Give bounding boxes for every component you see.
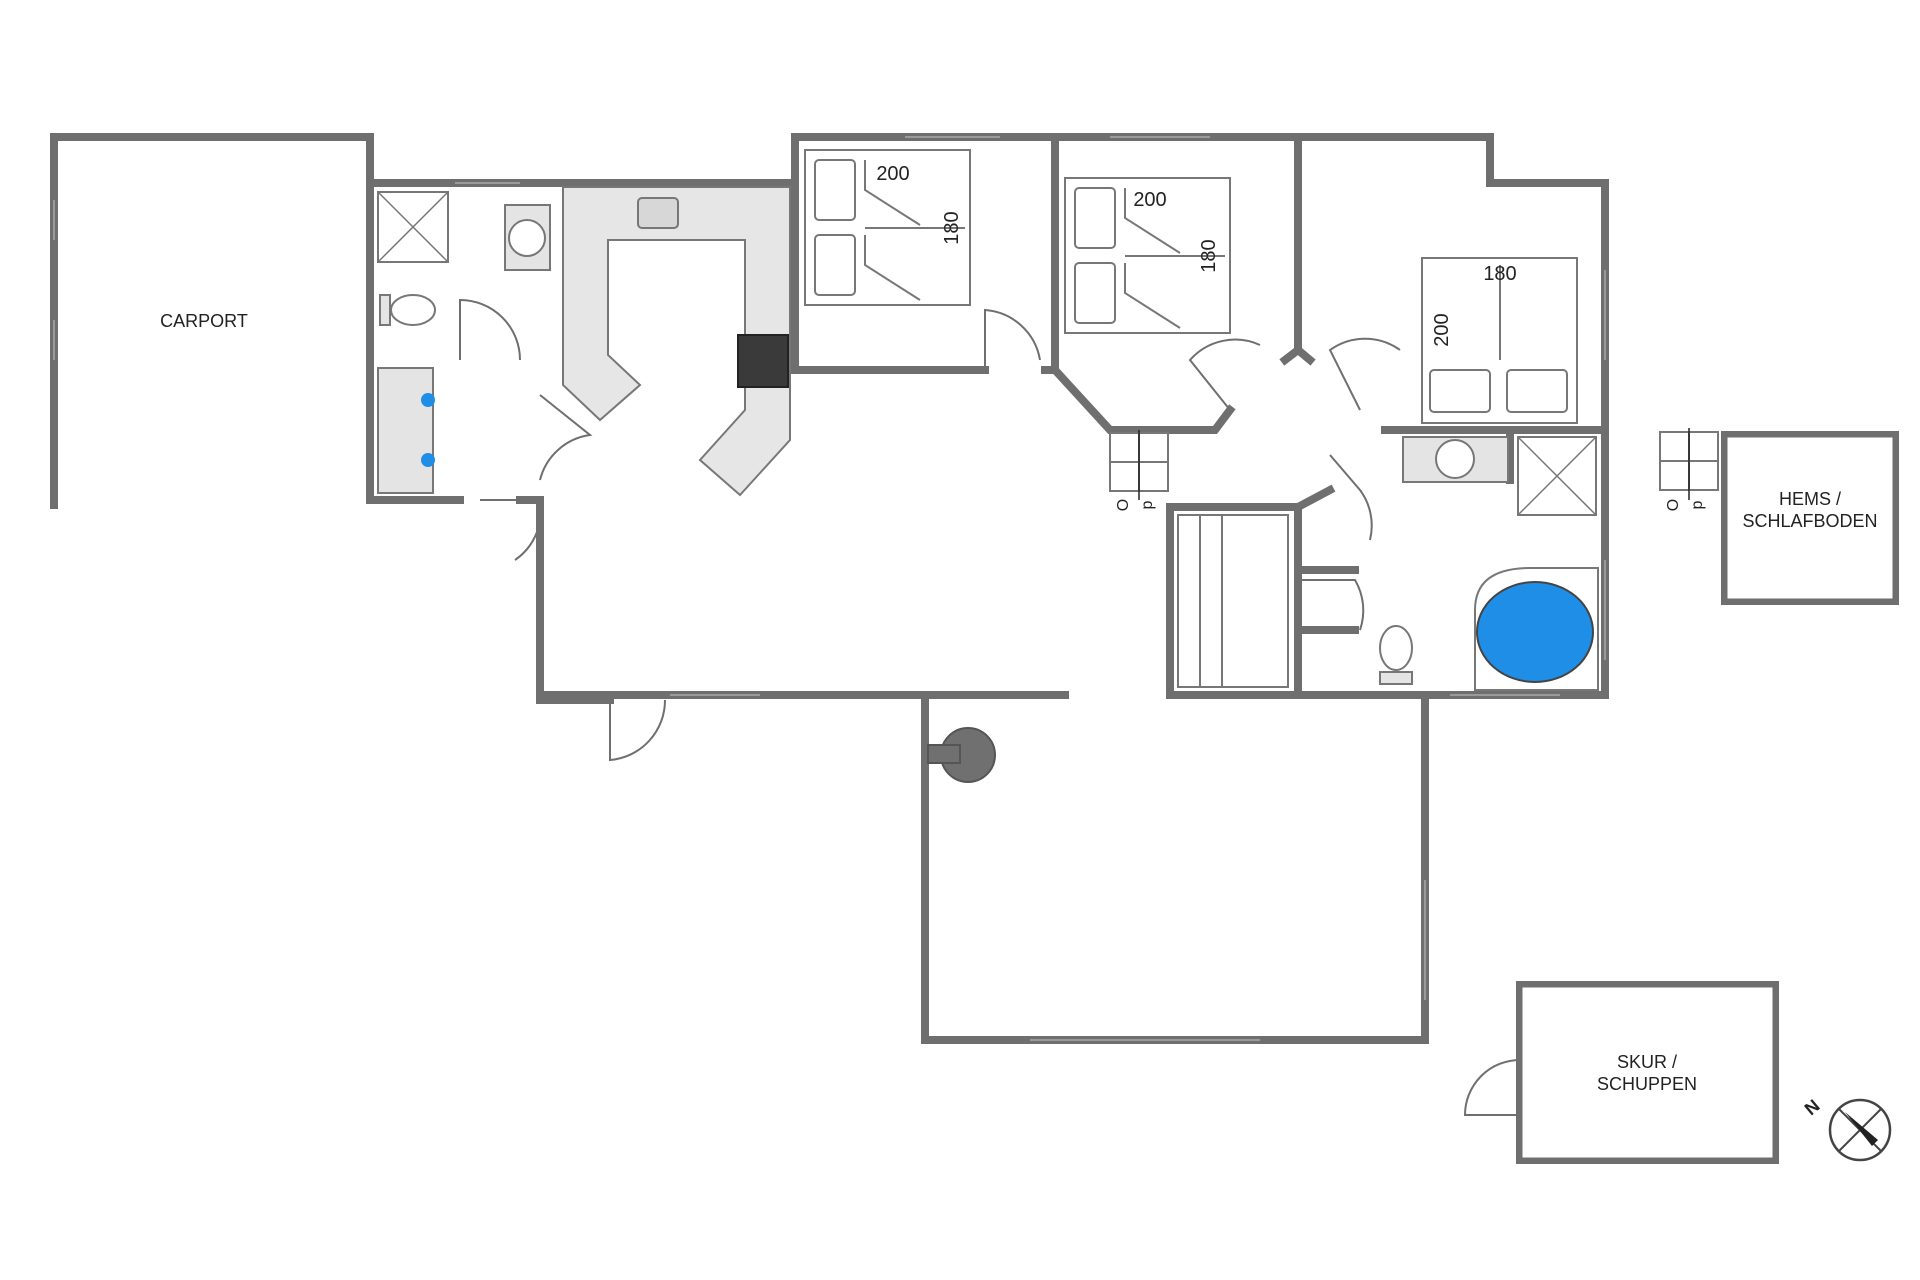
door-skur — [1463, 1059, 1521, 1116]
shower-1-diag-b — [377, 191, 449, 263]
toilet-1-bowl — [390, 294, 436, 326]
bed-3 — [1421, 257, 1578, 424]
bedroom3-left — [1292, 344, 1316, 366]
compass-north-label: N — [1801, 1096, 1824, 1120]
bed-2-duvet-top — [1124, 188, 1181, 254]
walls — [50, 133, 1899, 1164]
kitchen-sink — [637, 197, 679, 229]
bed-1-pillow-bottom — [814, 234, 856, 296]
bed-1-duvet-bottom — [864, 235, 921, 301]
sauna-benches — [1177, 514, 1289, 688]
door-bedroom1 — [984, 308, 1041, 370]
toilet-1 — [379, 294, 436, 326]
bed-2-pillow-top — [1074, 187, 1116, 249]
room-label-hems-line1: HEMS / — [1779, 489, 1841, 509]
shower-2-diag-b — [1517, 436, 1597, 516]
sink-1 — [504, 204, 551, 271]
door-bath — [1329, 454, 1373, 541]
fireplace-flue — [927, 744, 961, 764]
sauna-wall — [1166, 503, 1302, 694]
shower-1 — [377, 191, 449, 263]
washer-cabinet — [377, 367, 434, 494]
bed-1-pillow-top — [814, 159, 856, 221]
bathtub — [1474, 567, 1599, 691]
compass — [1828, 1098, 1892, 1162]
utility-wall-bottom-right — [516, 496, 614, 704]
dryer-drum — [421, 453, 435, 467]
skur-inner — [1522, 987, 1773, 1158]
toilet-1-tank — [379, 294, 391, 326]
door-entry — [609, 699, 667, 762]
stair-1-letter-a: O — [1115, 499, 1132, 511]
bed-2-duvet-bottom — [1124, 263, 1181, 329]
bed-3-pillow-left — [1429, 369, 1491, 413]
bedroom2-right — [1279, 136, 1302, 366]
fireplace — [927, 727, 996, 783]
toilet-2-tank — [1379, 671, 1413, 685]
stair-2-letter-b: p — [1689, 500, 1706, 509]
hall-diag — [1292, 484, 1336, 513]
room-label-carport: CARPORT — [160, 311, 248, 331]
bed-2-width-label: 180 — [1198, 239, 1220, 272]
stove — [737, 334, 789, 388]
shower-2 — [1517, 436, 1597, 516]
bed-1-length-label: 200 — [876, 163, 909, 185]
door-kitchen-diag — [539, 394, 593, 481]
bed-1-width-label: 180 — [941, 211, 963, 244]
bed-3-length-label: 200 — [1431, 313, 1453, 346]
bathtub-water — [1476, 581, 1594, 683]
hems-inner — [1727, 437, 1893, 599]
bed-2-pillow-bottom — [1074, 262, 1116, 324]
compass-needle — [1845, 1112, 1878, 1146]
bed-3-width-label: 180 — [1483, 263, 1516, 285]
hems-wall — [1721, 431, 1899, 605]
terrace-wall — [921, 691, 1429, 1044]
sink-1-basin — [508, 219, 546, 257]
washer-drum — [421, 393, 435, 407]
door-bedroom3 — [1328, 337, 1401, 411]
bed-1 — [804, 149, 971, 306]
kitchen-counter — [562, 186, 791, 497]
sink-2 — [1402, 436, 1509, 483]
stair-1-letter-b: p — [1139, 500, 1156, 509]
skur-wall — [1516, 981, 1779, 1164]
door-sauna — [1300, 579, 1365, 631]
windows — [53, 136, 1606, 1041]
toilet-2 — [1379, 625, 1413, 685]
washer-dryer — [377, 367, 435, 494]
door-bath-1 — [459, 298, 521, 361]
door-utility — [480, 499, 542, 561]
door-bedroom2 — [1188, 338, 1261, 411]
wall-highlights — [1522, 437, 1893, 1158]
sink-2-basin — [1435, 439, 1475, 479]
utility-wall-left — [366, 179, 464, 504]
bedroom2-left — [1051, 136, 1236, 434]
sauna-bench — [1177, 514, 1289, 688]
room-label-skur-line2: SCHUPPEN — [1597, 1074, 1697, 1094]
bed-3-pillow-right — [1506, 369, 1568, 413]
room-label-skur-line1: SKUR / — [1617, 1052, 1677, 1072]
room-label-hems-line2: SCHLAFBODEN — [1742, 511, 1877, 531]
bed-2 — [1064, 177, 1231, 334]
stair-2 — [1659, 428, 1719, 500]
toilet-2-bowl — [1379, 625, 1413, 671]
stair-1 — [1109, 430, 1169, 500]
bed-2-length-label: 200 — [1133, 189, 1166, 211]
bed-1-duvet-top — [864, 160, 921, 226]
doors — [459, 298, 1521, 1116]
stair-2-letter-a: O — [1665, 499, 1682, 511]
